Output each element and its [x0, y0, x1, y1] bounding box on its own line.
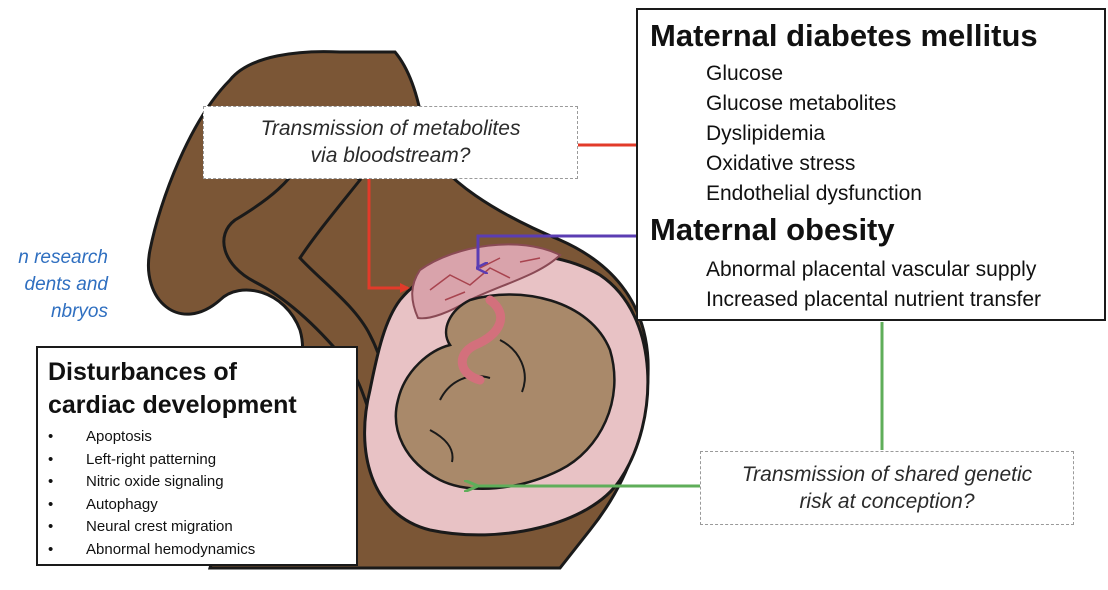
side-note-line1: n research — [18, 247, 108, 268]
diabetes-title: Maternal diabetes mellitus — [650, 18, 1038, 53]
fetus-detail-lines — [429, 339, 526, 463]
metabolites-question-line1: Transmission of metabolites — [260, 117, 521, 140]
cardiac-list-item: Abnormal hemodynamics — [48, 539, 255, 562]
metabolites-transmission-box: Transmission of metabolites via bloodstr… — [203, 106, 578, 179]
diabetes-item: Oxidative stress — [706, 152, 856, 175]
cardiac-list-item: Left-right patterning — [48, 449, 255, 472]
obesity-item: Increased placental nutrient transfer — [706, 288, 1042, 311]
cardiac-list-item: Apoptosis — [48, 426, 255, 449]
cardiac-development-box: Disturbances of cardiac development Apop… — [36, 346, 358, 566]
obesity-item: Abnormal placental vascular supply — [706, 258, 1037, 281]
cardiac-title-line2: cardiac development — [48, 391, 297, 419]
cardiac-title-line1: Disturbances of — [48, 358, 237, 386]
cardiac-title: Disturbances of cardiac development — [48, 356, 297, 422]
diabetes-item: Endothelial dysfunction — [706, 182, 922, 205]
obesity-title: Maternal obesity — [650, 212, 895, 247]
cardiac-list-item: Nitric oxide signaling — [48, 471, 255, 494]
diabetes-item: Glucose metabolites — [706, 92, 897, 115]
diabetes-item: Glucose — [706, 62, 784, 85]
side-note-line3: nbryos — [50, 301, 108, 322]
maternal-conditions-box: Maternal diabetes mellitus Glucose Gluco… — [636, 8, 1106, 321]
placenta-shape — [411, 243, 562, 320]
purple-arrow-obesity — [478, 234, 636, 268]
genetic-transmission-box: Transmission of shared genetic risk at c… — [700, 451, 1074, 525]
side-note-line2: dents and — [24, 274, 108, 295]
genetic-question-line1: Transmission of shared genetic — [741, 463, 1033, 486]
genetic-question-line2: risk at conception? — [799, 490, 975, 513]
cardiac-list-item: Autophagy — [48, 494, 255, 517]
diabetes-item: Dyslipidemia — [706, 122, 826, 145]
metabolites-question-line2: via bloodstream? — [310, 144, 471, 167]
cardiac-list-item: Neural crest migration — [48, 516, 255, 539]
cardiac-list: Apoptosis Left-right patterning Nitric o… — [48, 426, 255, 561]
placenta-vessels — [429, 257, 541, 301]
side-note-cropped: n research dents and nbryos — [0, 244, 108, 325]
red-arrow-bloodstream — [367, 178, 410, 293]
umbilical-cord — [458, 295, 506, 385]
